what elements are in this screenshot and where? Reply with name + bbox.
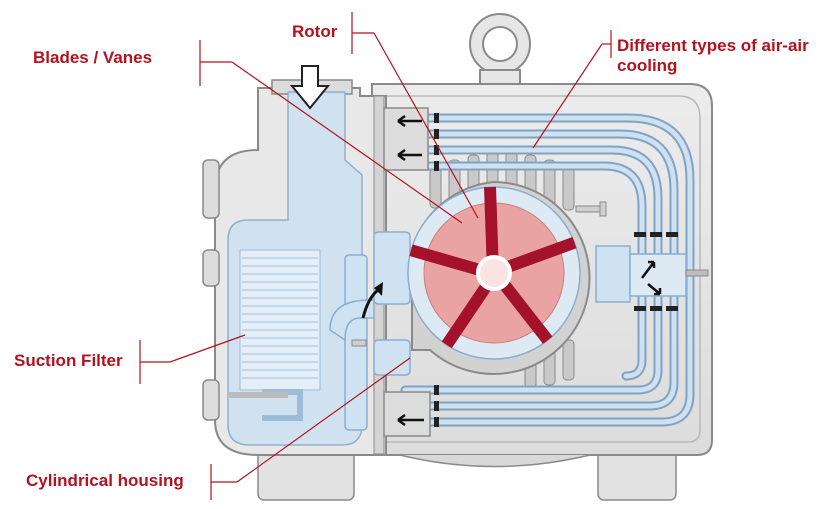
- blades-vanes: [409, 186, 577, 349]
- down-arrow-icon: [289, 65, 331, 110]
- cooling-pipes: [400, 113, 695, 427]
- pump-feet: [257, 444, 677, 501]
- outlet-block-bottom: [383, 391, 431, 437]
- blades-vanes-label: Blades / Vanes: [33, 48, 153, 67]
- rotor-shaft: [476, 255, 512, 291]
- rotor-label: Rotor: [292, 22, 338, 41]
- cylindrical-housing-label: Cylindrical housing: [26, 471, 184, 490]
- suction-filter: [227, 91, 363, 446]
- screws: [351, 201, 607, 347]
- black-arrow-icon: [361, 282, 383, 319]
- suction-filter-label: Suction Filter: [14, 351, 123, 370]
- pipe-connectors: [434, 113, 678, 427]
- lifting-eye: [469, 13, 531, 87]
- air-cooling-label: Different types of air-air cooling: [617, 36, 809, 75]
- exhaust-valve: [595, 245, 709, 303]
- leader-lines: [139, 12, 612, 500]
- outlet-block-top: [383, 107, 429, 171]
